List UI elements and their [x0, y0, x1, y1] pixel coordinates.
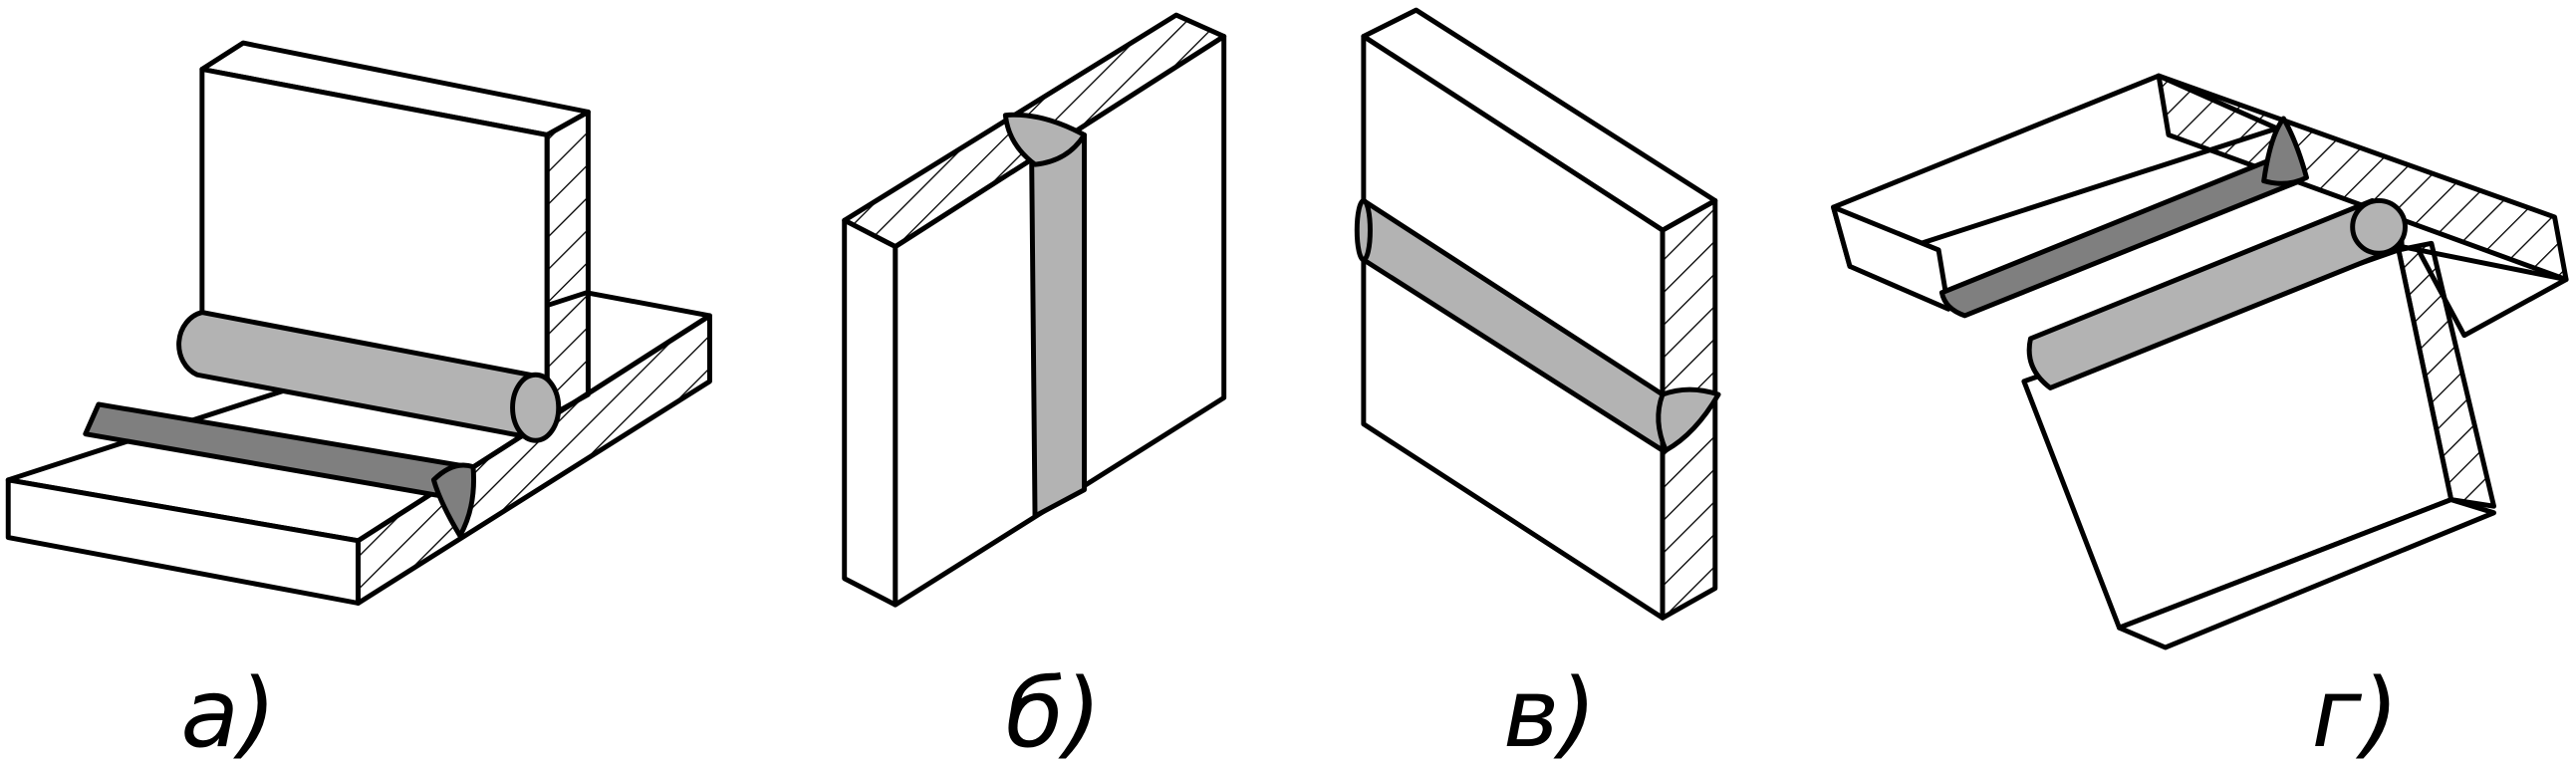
vertical-weld-cap: [1002, 112, 1087, 167]
upright-plate-section: [544, 109, 591, 420]
butt-weld-lower-end: [430, 462, 476, 539]
diagram-b-vertical-butt: [842, 12, 1227, 608]
horizontal-weld-left-end: [1354, 197, 1373, 263]
base-plate-section: [356, 313, 712, 606]
diagram-d-overhead-corner: [1831, 73, 2569, 650]
corner-weld-light-end: [2350, 197, 2408, 256]
diagram-c-horizontal-butt: [1354, 7, 1721, 621]
hanging-plate-bottom: [2117, 497, 2497, 650]
caption-d: г): [2311, 657, 2399, 766]
corner-weld-dark-end: [2261, 116, 2309, 186]
fillet-weld-upper-end: [510, 372, 562, 443]
caption-b: б): [1005, 657, 1101, 766]
plate-side-face: [842, 217, 899, 608]
corner-weld-dark: [1938, 151, 2303, 319]
vertical-weld-bead: [1029, 131, 1087, 519]
caption-a: а): [180, 657, 276, 766]
caption-c: в): [1503, 657, 1597, 766]
diagram-a-tee-joint: [5, 40, 712, 606]
horizontal-weld-cap: [1656, 386, 1721, 453]
